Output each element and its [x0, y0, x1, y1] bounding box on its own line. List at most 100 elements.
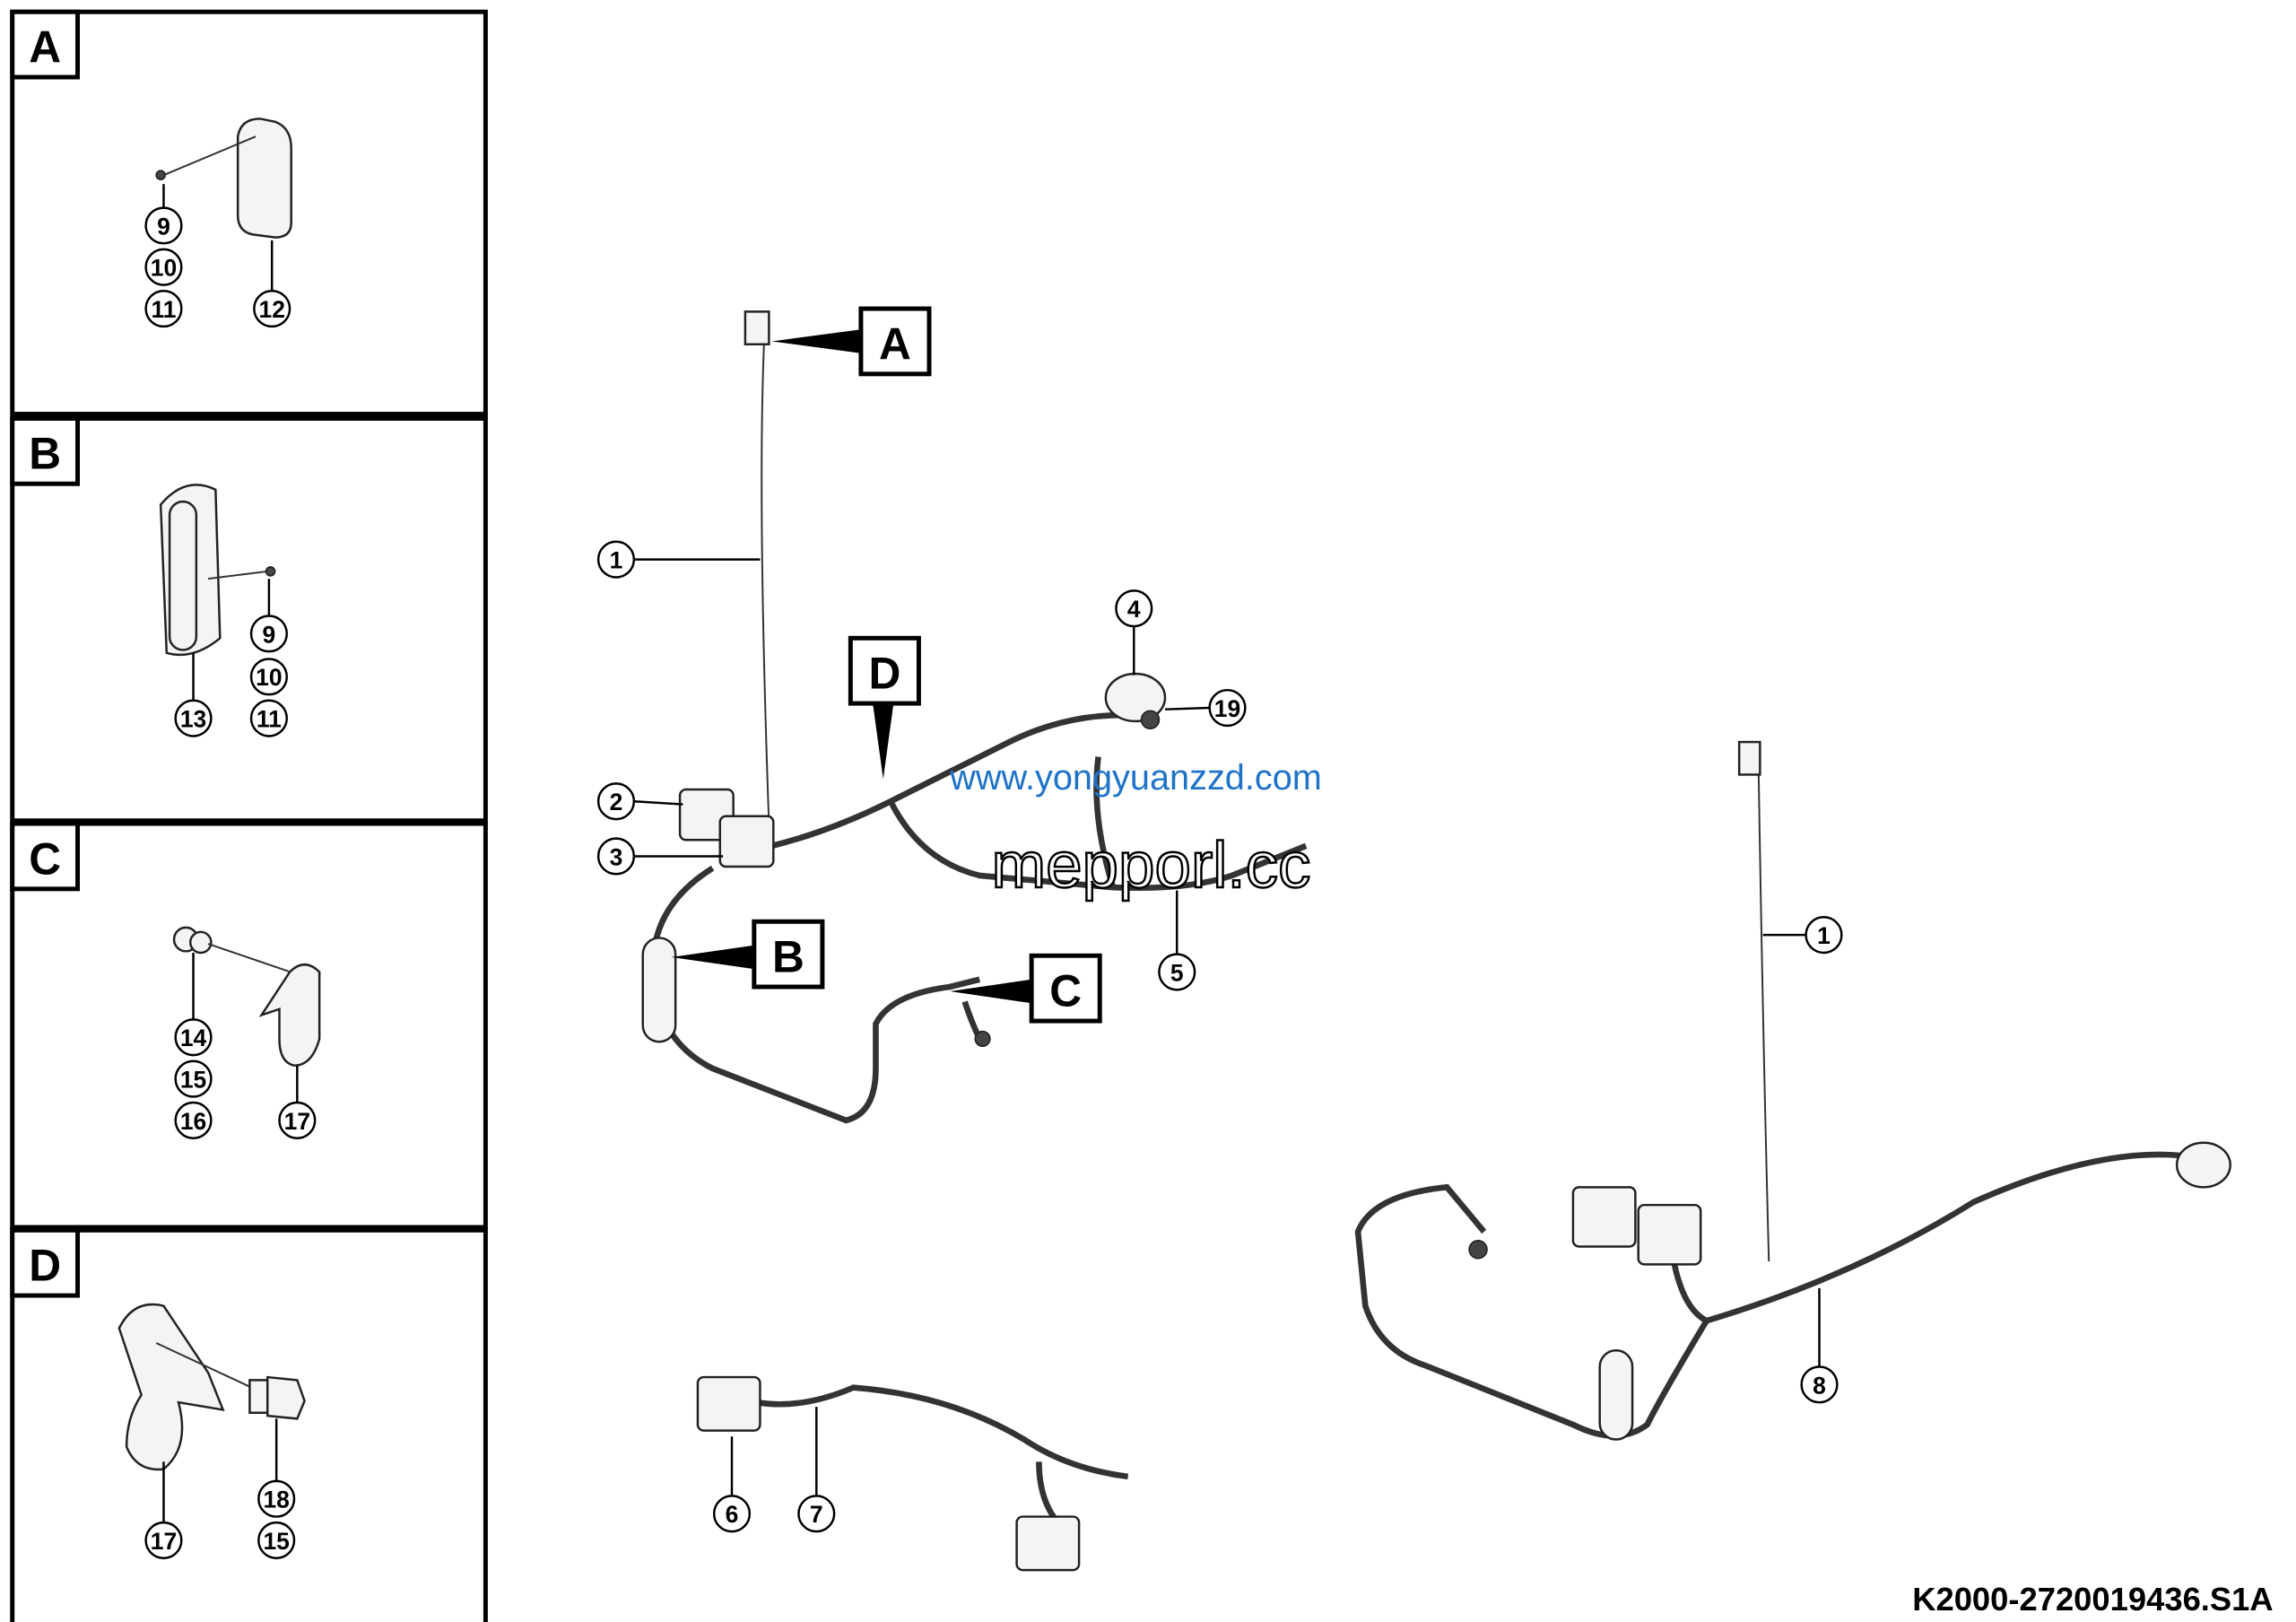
- callout-circle: [1805, 916, 1843, 955]
- front-harness-assembly: [641, 310, 1308, 1124]
- callout-number: 11: [151, 296, 176, 323]
- callout-circle: [144, 206, 183, 245]
- detail-panel-b: B: [10, 415, 488, 824]
- callout-circle: [1158, 953, 1196, 991]
- callout-number: 6: [726, 1501, 739, 1528]
- callout-number: 18: [263, 1487, 289, 1513]
- callout-balloon[interactable]: 16: [174, 1101, 213, 1139]
- callout-number: 4: [1127, 596, 1141, 623]
- callout-circle: [257, 1479, 296, 1518]
- callout-circle: [174, 1018, 213, 1057]
- callout-circle: [712, 1495, 752, 1533]
- drawing-code: K2000-2720019436.S1A: [1912, 1581, 2273, 1618]
- callout-number: 17: [151, 1528, 177, 1555]
- callout-circle: [249, 615, 288, 653]
- callout-number: 15: [263, 1528, 289, 1555]
- lamp-housing: [159, 484, 276, 657]
- connector-c: [961, 1000, 991, 1048]
- callout-number: 3: [610, 843, 623, 870]
- detail-panel-d: D: [10, 1227, 488, 1622]
- panel-letter: C: [29, 833, 61, 884]
- callout-circle: [253, 289, 291, 328]
- detail-ref-b[interactable]: B: [671, 919, 825, 990]
- callout-balloon[interactable]: 14: [174, 1018, 213, 1057]
- detail-ref-c[interactable]: C: [950, 953, 1102, 1024]
- callout-circle: [596, 837, 636, 876]
- svg-text:D: D: [868, 649, 900, 699]
- callout-circle: [249, 658, 288, 696]
- callout-number: 14: [180, 1025, 207, 1051]
- callout-circle: [1115, 589, 1153, 628]
- callout-balloon[interactable]: 15: [174, 1060, 213, 1098]
- callout-number: 15: [180, 1067, 206, 1094]
- callout-balloon[interactable]: 19: [1208, 688, 1247, 728]
- callout-balloon[interactable]: 15: [257, 1521, 296, 1560]
- callout-circle: [797, 1495, 836, 1533]
- callout-number: 13: [180, 706, 206, 733]
- callout-circle: [174, 699, 213, 737]
- callout-number: 19: [1214, 695, 1240, 722]
- callout-balloon[interactable]: 1: [1805, 916, 1843, 955]
- callout-balloon[interactable]: 10: [249, 658, 288, 696]
- callout-number: 10: [256, 664, 282, 691]
- callout-number: 2: [610, 789, 623, 815]
- watermark-mepporl: mepporl.cc: [991, 829, 1310, 902]
- callout-balloon[interactable]: 13: [174, 699, 213, 737]
- callout-number: 5: [1170, 959, 1184, 986]
- callout-circle: [249, 699, 288, 737]
- callout-number: 17: [284, 1108, 310, 1135]
- work-light-2: [678, 788, 775, 868]
- callout-balloon[interactable]: 5: [1158, 953, 1196, 991]
- callout-balloon[interactable]: 9: [144, 206, 183, 245]
- callout-balloon[interactable]: 2: [596, 782, 636, 821]
- callout-circle: [257, 1521, 296, 1560]
- detail-ref-d[interactable]: D: [848, 635, 921, 780]
- detail-panel-c: C: [10, 821, 488, 1230]
- callout-balloon[interactable]: 3: [596, 837, 636, 876]
- callout-circle: [596, 540, 636, 579]
- callout-number: 9: [157, 213, 170, 240]
- work-light-4: [1104, 672, 1167, 730]
- callout-circle: [144, 289, 183, 328]
- leader-lines: [633, 558, 1821, 1496]
- clip-and-bolt: [117, 1303, 306, 1471]
- callout-balloon[interactable]: 17: [144, 1521, 183, 1560]
- callout-number: 16: [180, 1108, 206, 1135]
- panel-letter: D: [29, 1241, 61, 1291]
- callout-number: 11: [257, 706, 282, 733]
- callout-number: 1: [1817, 922, 1831, 949]
- callout-balloon[interactable]: 12: [253, 289, 291, 328]
- callout-balloon[interactable]: 7: [797, 1495, 836, 1533]
- callout-balloon[interactable]: 9: [249, 615, 288, 653]
- callout-balloon[interactable]: 6: [712, 1495, 752, 1533]
- callout-balloon[interactable]: 8: [1800, 1365, 1839, 1404]
- callout-number: 12: [258, 296, 284, 323]
- callout-number: 8: [1813, 1372, 1826, 1399]
- svg-text:A: A: [879, 318, 911, 369]
- callout-number: 10: [151, 255, 177, 282]
- callout-circle: [278, 1101, 317, 1139]
- detail-panel-a: A: [10, 9, 488, 416]
- rear-harness-assembly: [1354, 740, 2231, 1441]
- callout-balloon[interactable]: 10: [144, 248, 183, 286]
- callout-circle: [174, 1101, 213, 1139]
- panel-letter: B: [29, 429, 61, 479]
- side-harness-assembly: [696, 1375, 1129, 1572]
- panel-letter: A: [29, 22, 61, 72]
- callout-balloon[interactable]: 11: [144, 289, 183, 328]
- svg-text:C: C: [1049, 966, 1082, 1016]
- watermark-yongyuan: www.yongyuanzzd.com: [949, 758, 1322, 798]
- bracket-plate: [155, 118, 292, 239]
- callout-balloon[interactable]: 1: [596, 540, 636, 579]
- callout-balloon[interactable]: 18: [257, 1479, 296, 1518]
- callout-number: 7: [810, 1501, 823, 1528]
- callout-balloon[interactable]: 11: [249, 699, 288, 737]
- detail-ref-a[interactable]: A: [771, 306, 932, 377]
- callout-circle: [1800, 1365, 1839, 1404]
- callout-balloon[interactable]: 4: [1115, 589, 1153, 628]
- callout-balloon[interactable]: 17: [278, 1101, 317, 1139]
- callout-circle: [1208, 688, 1247, 728]
- callout-circle: [144, 248, 183, 286]
- callout-number: 9: [263, 621, 276, 648]
